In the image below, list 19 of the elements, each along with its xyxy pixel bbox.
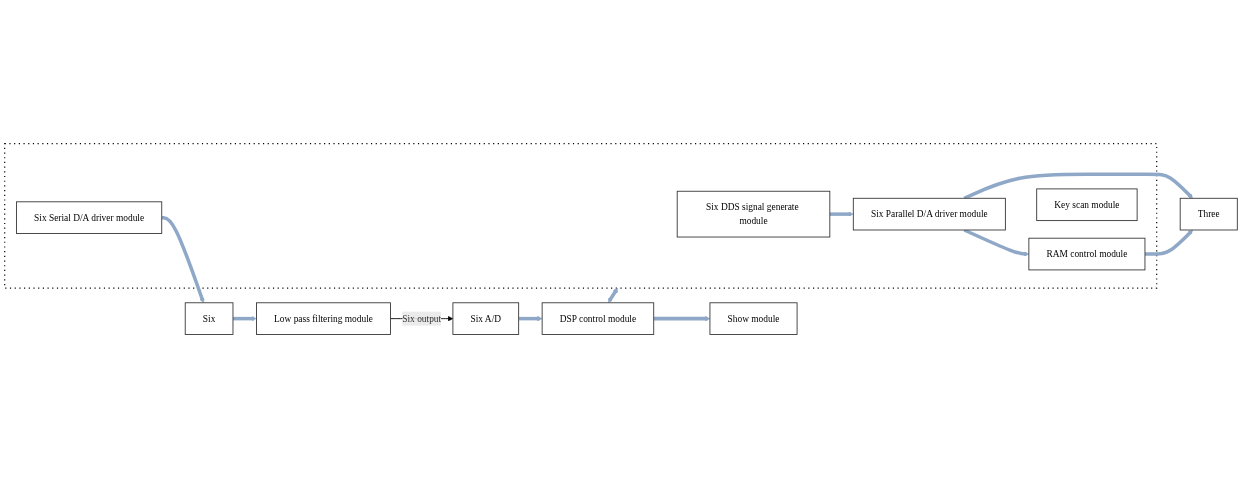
node-box: Key scan module xyxy=(1036,188,1138,222)
arrow xyxy=(161,216,205,304)
arrow xyxy=(518,316,543,322)
node-box: Six A/D xyxy=(452,302,520,336)
node-box: RAM control module xyxy=(1028,238,1146,271)
node-box: Three xyxy=(1179,198,1238,231)
node-box: Six xyxy=(184,302,234,336)
arrow xyxy=(232,316,257,322)
node-box: Low pass filtering module xyxy=(256,302,391,336)
arrow xyxy=(653,316,711,322)
arrow xyxy=(829,211,854,218)
arrow xyxy=(607,288,618,304)
arrow xyxy=(1144,230,1193,257)
node-box: Six Serial D/A driver module xyxy=(16,201,163,235)
node-box: Six Parallel D/A driver module xyxy=(852,198,1006,231)
node-box: Show module xyxy=(709,302,798,336)
node-box: DSP control module xyxy=(541,302,655,336)
edge-label: Six output xyxy=(402,313,442,324)
node-box: Six DDS signal generate module xyxy=(676,191,831,238)
